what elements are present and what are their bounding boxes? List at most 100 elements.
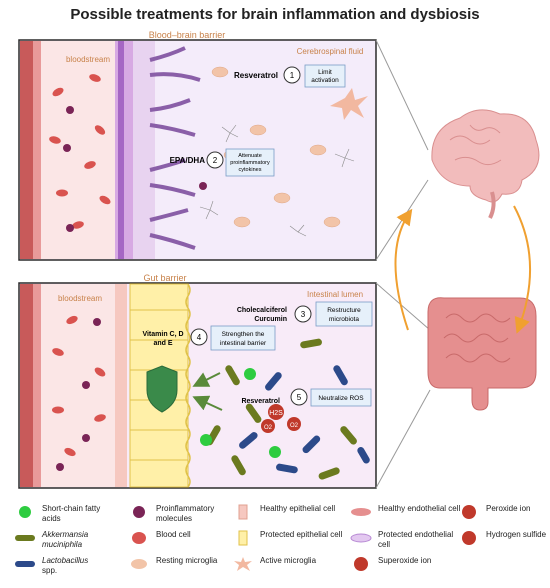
legend-label-blood-cell: Blood cell xyxy=(156,530,191,539)
treatment-2-effect-line3: cytokines xyxy=(239,167,262,173)
treatment-2-effect-line2: proinflammatory xyxy=(230,160,270,166)
akkermansia-icon xyxy=(15,535,35,541)
legend-label-proinflammatory-1: Proinflammatory xyxy=(156,504,215,513)
treatment-2-number: 2 xyxy=(213,156,218,165)
proinflammatory-molecule-icon xyxy=(133,506,145,518)
treatment-5-name: Resveratrol xyxy=(241,398,280,405)
treatment-4-name-line1: Vitamin C, D xyxy=(142,331,183,338)
legend-label-lactobacillus-1: Lactobacillus xyxy=(42,556,89,565)
treatment-2-effect-box xyxy=(225,148,275,177)
brain-panel: Blood–brain barrier bloodstream Cerebros… xyxy=(18,30,377,261)
gut-brain-axis xyxy=(375,39,540,489)
treatment-1-name: Resveratrol xyxy=(234,71,278,80)
akkermansia-bacteria xyxy=(206,338,357,480)
legend-item-peroxide: Peroxide ion xyxy=(458,504,530,520)
figure-title: Possible treatments for brain inflammati… xyxy=(70,6,480,23)
brain-blood-cells xyxy=(49,74,111,229)
brain-callout-line-top xyxy=(375,39,429,151)
treatment-5-number: 5 xyxy=(297,393,302,402)
peroxide-ion-icon xyxy=(462,505,476,519)
treatment-1-number: 1 xyxy=(290,71,295,80)
legend-label-healthy-epithelial: Healthy epithelial cell xyxy=(260,504,336,513)
treatment-3-number: 3 xyxy=(301,310,306,319)
o2-label-1: O2 xyxy=(264,425,273,431)
treatment-4-badge xyxy=(190,328,208,346)
treatment-4-name-line2: and E xyxy=(153,340,172,347)
gut-blood-cells xyxy=(52,315,106,457)
legend-label-scfa-1: Short-chain fatty xyxy=(42,504,101,513)
hydrogen-sulfide-icon xyxy=(462,531,476,545)
treatment-3-effect-line2: microbiota xyxy=(329,316,359,323)
treatment-3-effect-line1: Restructure xyxy=(327,307,361,314)
legend-label-protected-epithelial: Protected epithelial cell xyxy=(260,530,343,539)
treatment-3-effect-box xyxy=(315,301,373,327)
treatment-1-badge xyxy=(283,66,301,84)
legend-item-blood-cell: Blood cell xyxy=(128,530,191,546)
vitamin-arrow-2 xyxy=(192,395,223,411)
gut-callout-line-top xyxy=(375,282,431,331)
bbb-label: Blood–brain barrier xyxy=(149,30,226,40)
shield-icon xyxy=(146,365,178,413)
gut-barrier-label: Gut barrier xyxy=(143,273,186,283)
treatment-5-effect-line1: Neutralize ROS xyxy=(318,395,364,402)
legend-item-healthy-endothelial: Healthy endothelial cell xyxy=(350,504,460,520)
brain-to-gut-arrow xyxy=(513,205,531,334)
vitamin-arrow-1 xyxy=(192,372,221,387)
legend-item-active-microglia: Active microglia xyxy=(232,556,316,572)
treatment-5-badge xyxy=(290,388,308,406)
treatment-3-name-line2: Curcumin xyxy=(254,316,287,323)
scfa-dots xyxy=(200,368,281,458)
brain-callout-line-bottom xyxy=(375,179,429,261)
active-microglia-icon xyxy=(234,557,252,571)
treatment-2-effect-line1: Attenuate xyxy=(238,153,262,159)
brain-neurons xyxy=(199,124,355,237)
treatment-4-effect-box xyxy=(210,325,276,351)
treatment-1-effect-line1: Limit xyxy=(318,69,332,76)
legend-label-active-microglia: Active microglia xyxy=(260,556,317,565)
ros-molecules: H2S O2 O2 xyxy=(261,404,301,433)
diagram-canvas: Blood–brain barrier bloodstream Cerebros… xyxy=(18,30,540,489)
gut-proinflammatory-molecules xyxy=(56,318,101,471)
treatment-3-badge xyxy=(294,305,312,323)
treatment-3-name-line1: Cholecalciferol xyxy=(237,307,287,314)
treatment-1-effect-line2: activation xyxy=(311,77,339,84)
gut-bloodstream-label: bloodstream xyxy=(58,294,102,303)
protected-endothelial-cell-icon xyxy=(350,533,372,543)
treatment-2-name: EPA/DHA xyxy=(170,156,206,165)
gut-callout-line-bottom xyxy=(375,389,431,489)
legend-label-peroxide: Peroxide ion xyxy=(486,504,531,513)
legend-label-scfa-2: acids xyxy=(42,514,61,523)
lumen-label: Intestinal lumen xyxy=(307,290,363,299)
astrocyte-endfeet xyxy=(149,46,201,250)
legend-label-healthy-endothelial: Healthy endothelial cell xyxy=(378,504,461,513)
legend-label-akkermansia-1: Akkermansia xyxy=(42,530,89,539)
legend-label-resting-microglia: Resting microglia xyxy=(156,556,218,565)
legend-label-superoxide: Superoxide ion xyxy=(378,556,432,565)
treatment-2-badge xyxy=(206,151,224,169)
legend-item-protected-epithelial: Protected epithelial cell xyxy=(232,530,342,546)
o2-label-2: O2 xyxy=(290,423,299,429)
treatment-4-number: 4 xyxy=(197,333,202,342)
resting-microglia-icon xyxy=(131,559,147,569)
legend-label-protected-endothelial-2: cell xyxy=(378,540,391,549)
treatment-4-effect-line1: Strengthen the xyxy=(222,331,265,338)
lactobacillus-bacteria xyxy=(239,365,370,474)
legend-item-superoxide: Superoxide ion xyxy=(350,556,431,572)
csf-label: Cerebrospinal fluid xyxy=(297,47,364,56)
legend-label-hydrogen-sulfide: Hydrogen sulfide xyxy=(486,530,547,539)
healthy-epithelial-cell-icon xyxy=(238,504,248,520)
legend-label-akkermansia-2: muciniphila xyxy=(42,540,83,549)
legend-item-hydrogen-sulfide: Hydrogen sulfide xyxy=(458,530,546,546)
treatment-5-effect-box xyxy=(310,388,372,407)
gut-to-brain-arrow xyxy=(394,208,413,331)
legend-label-lactobacillus-2: spp. xyxy=(42,566,58,575)
healthy-endothelial-cell-icon xyxy=(351,508,371,516)
brain-active-microglia xyxy=(330,88,368,120)
blood-cell-icon xyxy=(132,532,146,544)
legend-item-resting-microglia: Resting microglia xyxy=(128,556,217,572)
